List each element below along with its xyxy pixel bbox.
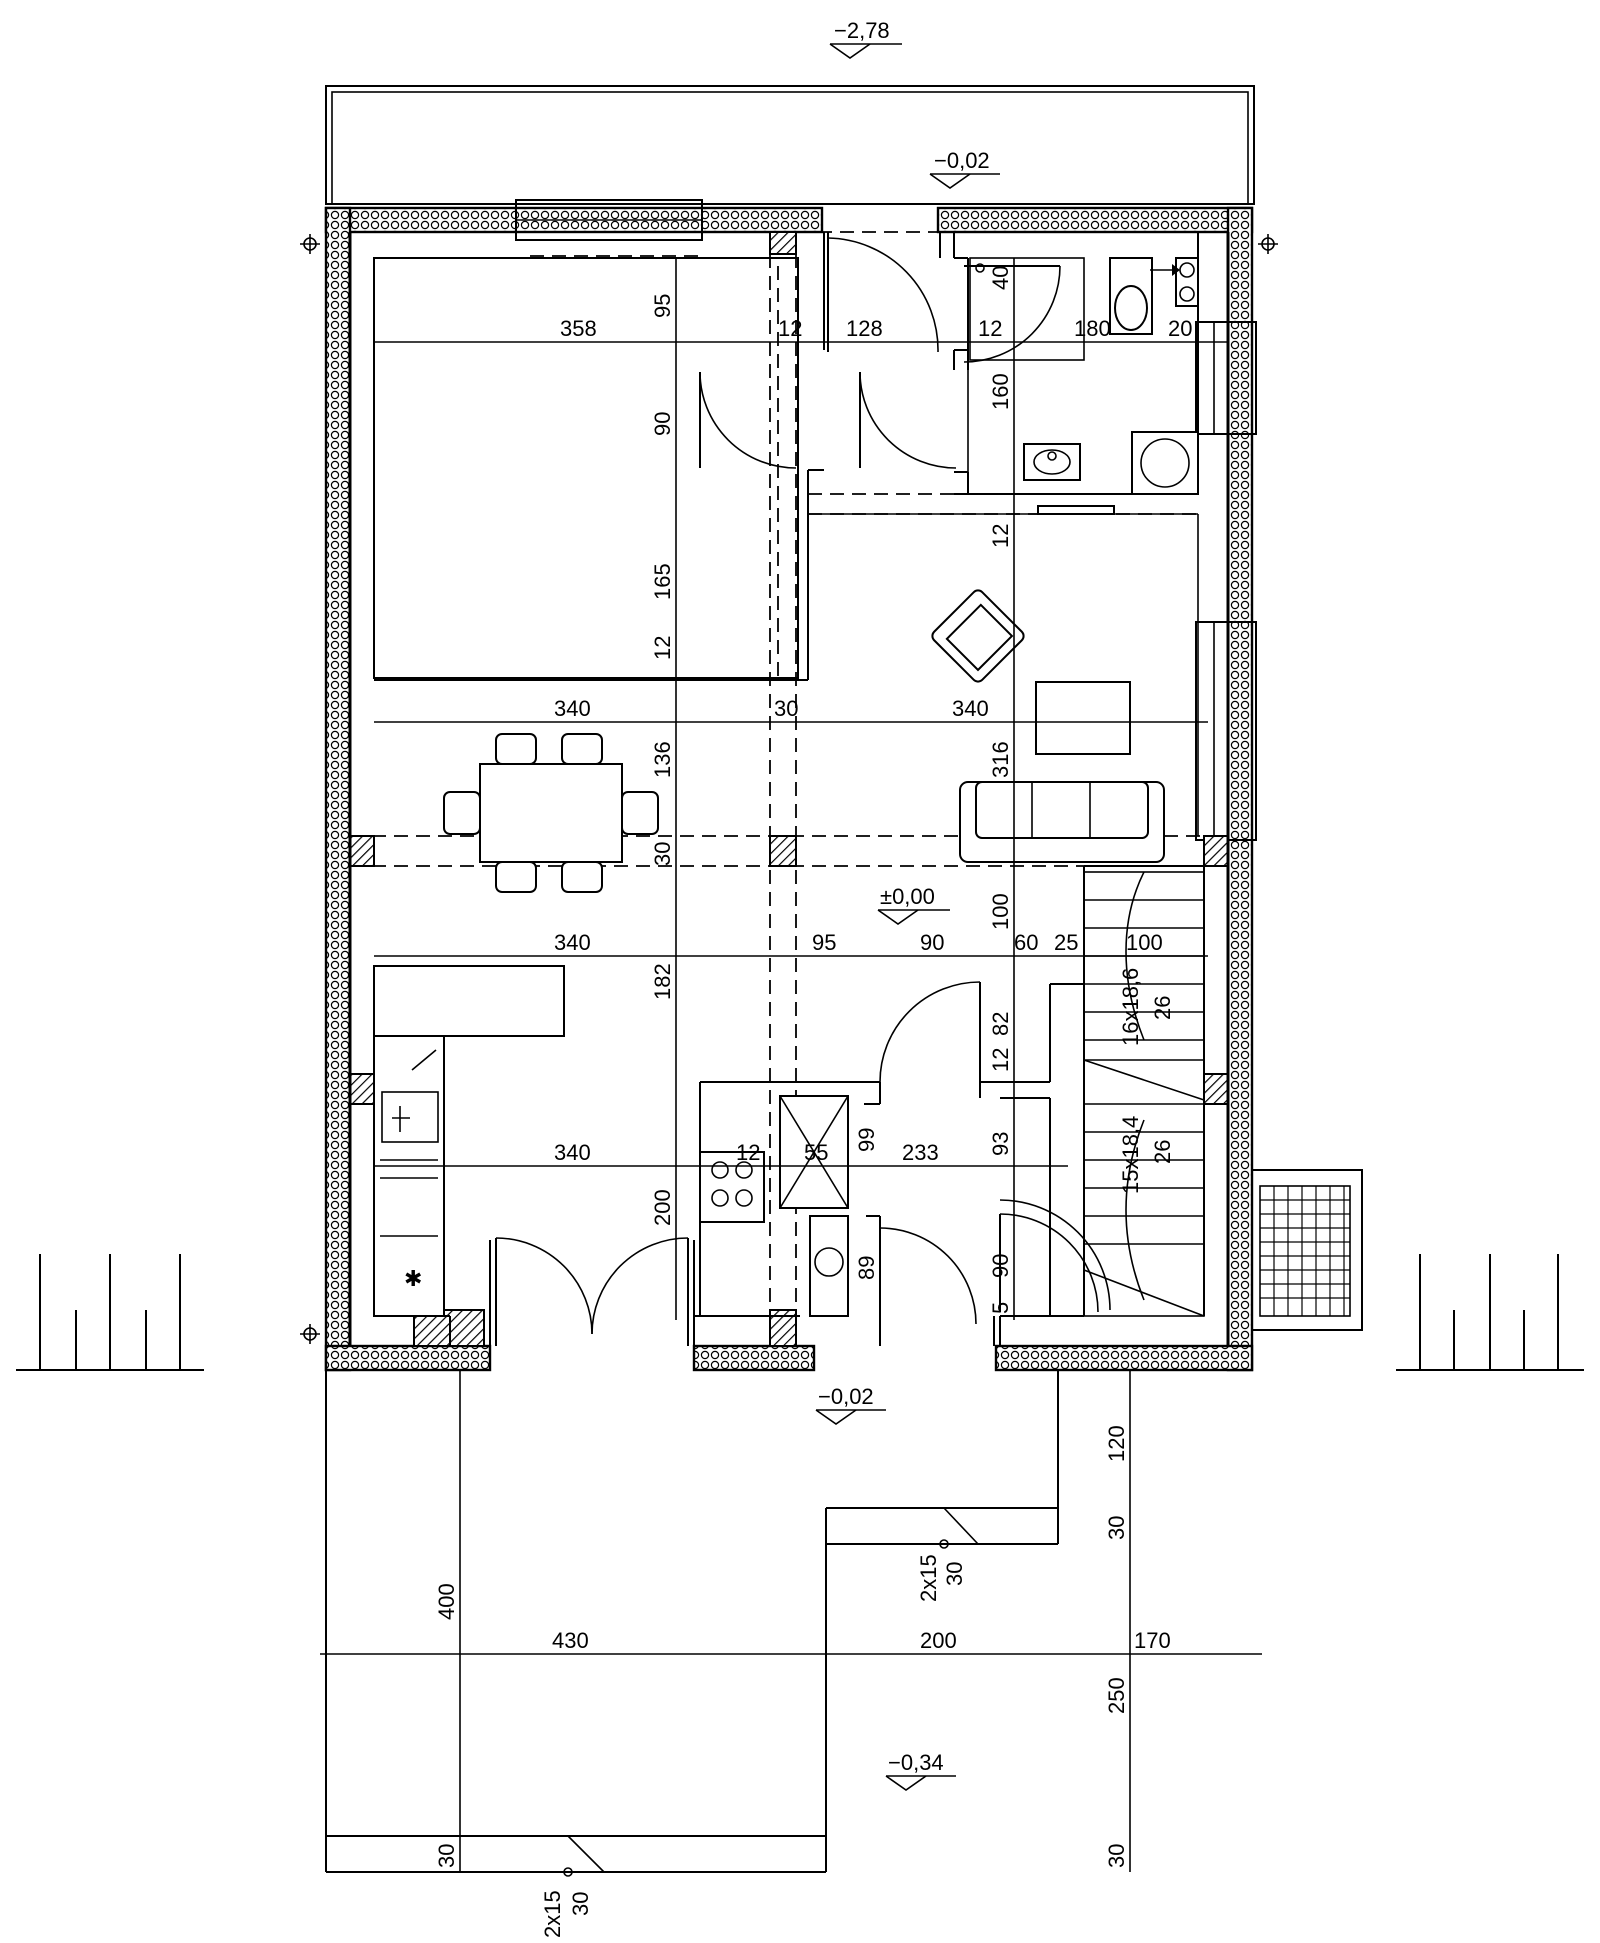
external-walls [324,206,1254,1372]
dim-ext-170: 170 [1134,1628,1171,1653]
dim-hall-82: 82 [988,1012,1013,1036]
dim-hall-5: 5 [988,1302,1013,1314]
dim-bath-depth: 160 [988,373,1013,410]
dim-step-b-tread: 30 [568,1892,593,1916]
dim-stair-lower-tread: 26 [1150,1140,1175,1164]
dim-step-a-tread: 30 [942,1562,967,1586]
axis-markers [300,234,1278,1344]
dim-wall-b: 12 [978,316,1002,341]
dim-bedroom-top: 95 [650,294,675,318]
dim-stair-100: 100 [988,893,1013,930]
level-top: −2,78 [834,18,890,43]
dim-living-gap: 30 [774,696,798,721]
dim-kitchen-200: 200 [650,1189,675,1226]
dim-wall-a: 12 [778,316,802,341]
level-entrance-bottom: −0,02 [818,1384,874,1409]
level-entrance-top: −0,02 [934,148,990,173]
dim-bedroom-door: 90 [650,412,675,436]
dim-k-100: 100 [1126,930,1163,955]
dim-living-width: 340 [952,696,989,721]
dim-kitchen-depth: 182 [650,963,675,1000]
kitchen-units: ✱ [373,965,849,1317]
dim-bath-wall: 12 [988,524,1013,548]
dim-bath-right: 20 [1168,316,1192,341]
dim-k-60: 60 [1014,930,1038,955]
dim-k-89: 89 [854,1256,879,1280]
dim-kitchen-row: 340 [554,1140,591,1165]
dim-ext-30b: 30 [434,1844,459,1868]
dim-stair-upper: 16x18,6 [1118,968,1143,1046]
bathroom-fixtures [969,257,1199,515]
bed [373,257,799,679]
dim-k-90: 90 [920,930,944,955]
dim-stair-upper-tread: 26 [1150,996,1175,1020]
stairs [1083,871,1205,1317]
terrace-outline [325,1370,1059,1877]
dim-hall-12: 12 [988,1048,1013,1072]
vertical-dimension-texts: 95 90 165 12 136 30 182 200 40 160 12 31… [434,266,1175,1938]
dim-k-233: 233 [902,1140,939,1165]
dim-ext-30a: 30 [1104,1516,1129,1540]
dim-k-95: 95 [812,930,836,955]
dim-ext-430: 430 [552,1628,589,1653]
dim-bedroom-width: 358 [560,316,597,341]
dim-dining-width: 340 [554,696,591,721]
dim-k-55: 55 [804,1140,828,1165]
dim-ext-250: 250 [1104,1677,1129,1714]
dim-bedroom-mid: 165 [650,563,675,600]
level-floor: ±0,00 [880,884,935,909]
level-labels: −2,78 −0,02 ±0,00 −0,02 −0,34 [818,18,990,1775]
ground-symbols [16,1254,1584,1371]
dim-ext-120: 120 [1104,1425,1129,1462]
dimension-texts: 358 12 128 12 180 20 340 30 340 340 95 9… [552,316,1192,1653]
dim-bath-width: 180 [1074,316,1111,341]
entrance-grid [1251,1169,1363,1331]
svg-text:✱: ✱ [404,1266,422,1291]
dim-hall-90: 90 [988,1254,1013,1278]
dim-hall-93: 93 [988,1132,1013,1156]
dim-bath-depth-top: 40 [988,266,1013,290]
dim-step-b: 2x15 [540,1890,565,1938]
dim-ext-200: 200 [920,1628,957,1653]
top-overhang [325,85,1255,205]
dim-k-99: 99 [854,1128,879,1152]
dim-k-12b: 12 [736,1140,760,1165]
dim-ext-30c: 30 [1104,1844,1129,1868]
dim-ext-400: 400 [434,1583,459,1620]
living-furniture [931,589,1165,863]
doors [495,237,1111,1335]
dim-k-25: 25 [1054,930,1078,955]
dim-beam: 30 [650,842,675,866]
dim-kitchen-width: 340 [554,930,591,955]
level-terrace: −0,34 [888,1750,944,1775]
dim-dining-depth: 136 [650,741,675,778]
dimension-lines [320,258,1262,1872]
level-triangles [815,43,1000,1791]
dim-hall-width: 128 [846,316,883,341]
dining-table [443,733,659,893]
dim-stair-lower: 15x18,4 [1118,1116,1143,1194]
dim-step-a: 2x15 [916,1554,941,1602]
dim-living-depth: 316 [988,741,1013,778]
dim-bedroom-wall: 12 [650,636,675,660]
